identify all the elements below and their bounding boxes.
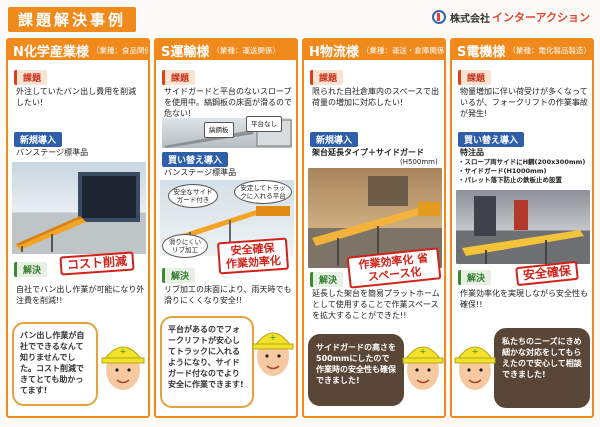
result-banner: 安全確保 作業効率化 [216,237,290,275]
case-company: S運輸様 [161,44,210,60]
callout-platform: 安定してトラックに入れる平台 [234,180,292,204]
spec-item: ・スロープ両サイドにH鋼(200x300mm) [458,158,586,166]
case-card-h-butsuryu: H物流様 （業種：運送・倉庫関係） 課題 限られた自社倉庫内のスペースで出荷量の… [302,38,446,418]
product-text: 特注品 [460,148,484,157]
worker-face-icon: + [252,332,294,376]
solution-text: リブ加工の床面により、雨天時でも滑りにくくなり安全!! [164,285,292,305]
solution-label: 解決 [162,268,196,283]
issue-text: サイドガードと平台のないスロープを使用中。縞鋼板の床面が滑るので危ない! [164,87,292,118]
issue-label: 課題 [458,70,492,85]
case-card-s-denki: S電機様 （業種：電化製品製造） 課題 物量増加に伴い荷受けが多くなっているが、… [450,38,594,418]
callout-no-platform: 平台なし [246,116,282,132]
svg-text:+: + [270,333,277,342]
speech-bubble: 私たちのニーズにきめ細かな対応をしてもらえたので安心して相談できました! [494,328,590,408]
company-logo: 株式会社 インターアクション [431,9,590,25]
speech-bubble: 平台があるのでフォークリフトが安心してトラックに入れるようになり、サイドガード付… [160,316,254,408]
solution-text: 延長した架台を簡易プラットホームとして使用することで作業スペースを拡大することが… [312,289,440,320]
worker-face-icon: + [402,346,444,390]
case-card-n-kagaku: N化学産業様 （業種：食品関係） 課題 外注していたバン出し費用を削減したい! … [6,38,150,418]
result-banner: コスト削減 [59,251,135,276]
worker-face-icon: + [101,346,145,390]
issue-label: 課題 [14,70,48,85]
issue-text: 外注していたバン出し費用を削減したい! [16,87,137,107]
product-photo [12,162,146,254]
svg-text:+: + [420,347,427,356]
product-note: (H500mm) [400,158,438,166]
issue-text: 限られた自社倉庫内のスペースで出荷量の増加に対応したい! [312,87,440,107]
spec-list: ・スロープ両サイドにH鋼(200x300mm) ・サイドガード(H1000mm)… [458,158,592,185]
header: 課題解決事例 株式会社 インターアクション [0,0,600,32]
case-header: N化学産業様 （業種：食品関係） [8,40,148,62]
case-company: H物流様 [309,44,359,60]
case-industry: （業種：電化製品製造） [508,45,591,55]
product-photo [456,190,590,264]
solution-label: 解決 [310,272,344,287]
result-banner: 安全確保 [515,260,579,287]
solution-label: 解決 [458,270,492,285]
spec-item: ・パレット落下防止の鉄板止め設置 [458,176,562,184]
replace-label: 買い替え導入 [162,152,229,167]
case-card-s-unyu: S運輸様 （業種：運送関係） 課題 サイドガードと平台のないスロープを使用中。縞… [154,38,298,418]
case-industry: （業種：食品関係） [91,45,148,55]
issue-text: 物量増加に伴い荷受けが多くなっているが、フォークリフトの作業事故が発生! [460,87,588,118]
product-text: バンステージ標準品 [164,168,237,177]
solution-label: 解決 [14,262,48,277]
replace-label: 買い替え導入 [458,132,525,147]
logo-prefix: 株式会社 [449,13,490,25]
speech-bubble: バン出し作業が自社でできるなんて知りませんでした。コスト削減できてとても助かって… [12,322,98,406]
worker-face-icon: + [454,346,496,390]
case-header: S運輸様 （業種：運送関係） [156,40,296,62]
intro-label: 新規導入 [14,132,63,147]
product-text: バンステージ標準品 [16,148,89,157]
logo-icon [431,10,446,24]
issue-label: 課題 [162,70,196,85]
intro-label: 新規導入 [310,132,359,147]
svg-text:+: + [120,347,127,356]
callout-side-guard: 安全なサイドガード付き [168,184,218,208]
page-title: 課題解決事例 [8,7,137,32]
case-industry: （業種：運送・倉庫関係） [361,45,446,55]
logo-name: インターアクション [491,11,590,24]
svg-text:+: + [472,347,479,356]
case-company: N化学産業様 [13,44,89,60]
speech-bubble: サイドガードの高さを500mmにしたので作業時の安全性も確保できました! [308,334,404,406]
case-company: S電機様 [457,44,506,60]
case-header: H物流様 （業種：運送・倉庫関係） [304,40,444,62]
product-text: 架台延長タイプ＋サイドガード [312,148,424,157]
case-industry: （業種：運送関係） [212,45,280,55]
case-header: S電機様 （業種：電化製品製造） [452,40,592,62]
callout-rib: 滑りにくいリブ加工 [162,234,208,258]
solution-text: 作業効率化を実現しながら安全性も確保!! [460,289,588,309]
solution-text: 自社でバン出し作業が可能になり外注費を削減!! [16,285,145,305]
callout-plate: 縞鋼板 [204,122,234,138]
spec-item: ・サイドガード(H1000mm) [458,167,547,175]
issue-label: 課題 [310,70,344,85]
